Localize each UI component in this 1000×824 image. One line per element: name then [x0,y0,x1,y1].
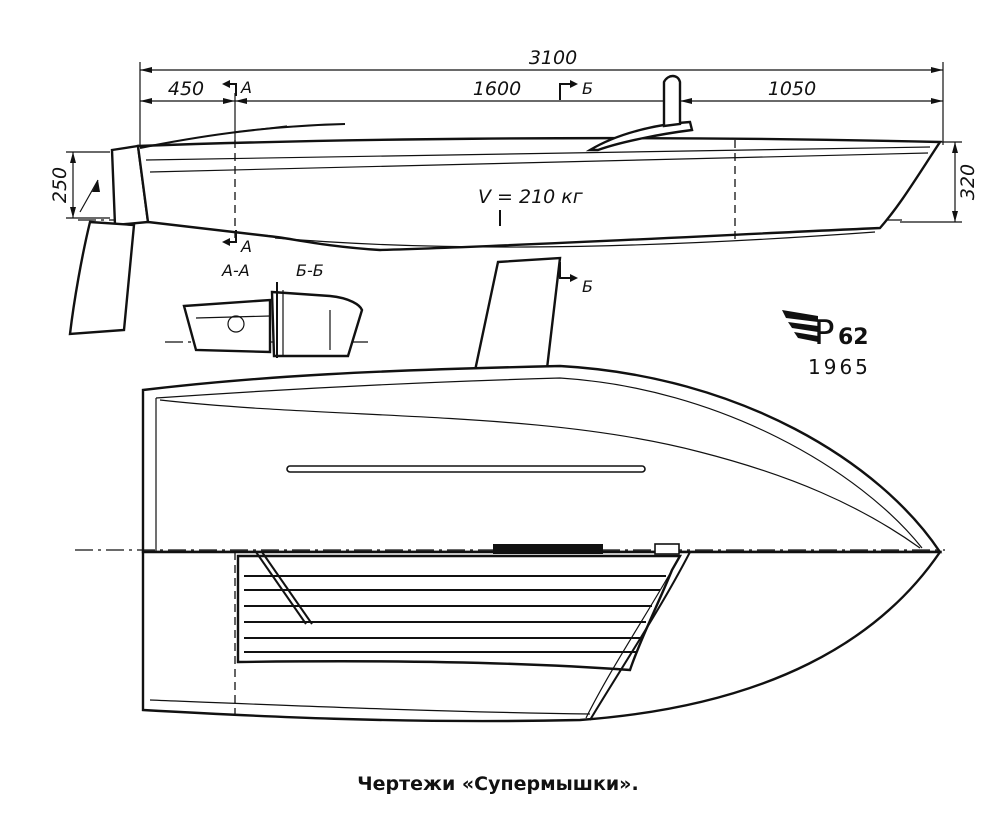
class-stamp: Р 62 1965 [782,310,871,379]
section-b-bottom-label: Б [582,277,593,296]
section-a-top-marker: A [222,78,252,97]
section-a-top-label: A [240,78,252,97]
dim-bow-segment: 450 [168,78,204,100]
dim-middle-segment: 1600 [473,78,521,100]
hull-side-view: V = 210 кг A [68,74,943,336]
section-b-top-label: Б [582,79,593,98]
stamp-number: 62 [838,325,869,350]
stamp-class-letter: Р [814,313,835,353]
section-aa-label: А-А [221,261,250,280]
stamp-year: 1965 [808,355,871,379]
dim-bow-height: 250 [49,167,71,203]
dim-stern-segment: 1050 [768,78,816,100]
section-b-top-marker: Б [559,79,593,100]
dimension-bow-height: 250 [49,151,110,219]
cross-sections: А-А Б-Б [165,261,368,358]
dim-stern-height: 320 [957,164,979,200]
hull-plan-view [75,364,945,723]
section-a-bottom-label: A [240,237,252,256]
dimension-overall: 3100 [139,47,944,150]
section-bb-label: Б-Б [296,261,324,280]
dimension-stern-height: 320 [900,141,979,223]
dim-overall-length: 3100 [529,47,577,69]
figure-caption: Чертежи «Супермышки». [357,773,638,795]
displacement-label: V = 210 кг [478,186,584,208]
